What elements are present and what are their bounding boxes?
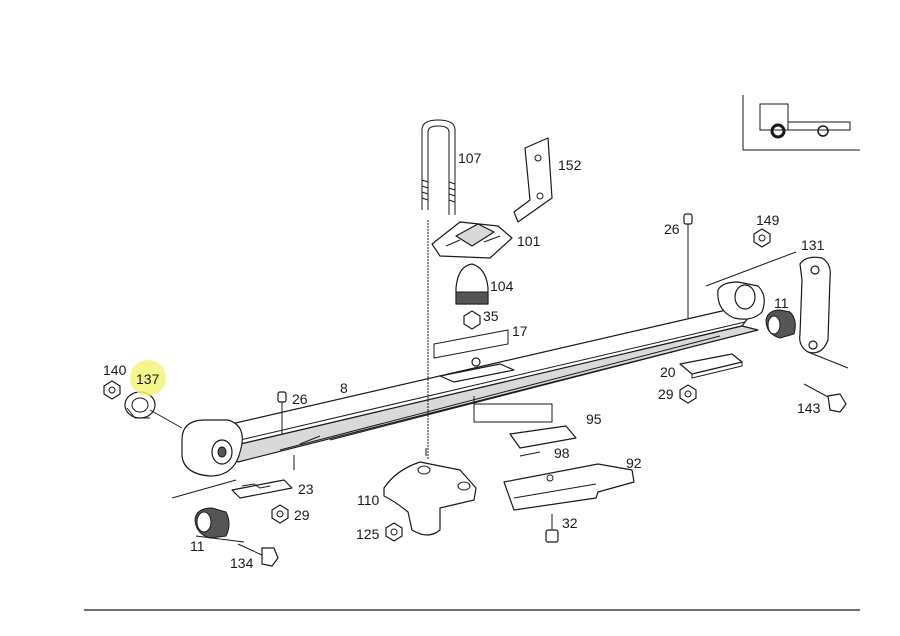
rear-shackle[interactable] bbox=[799, 256, 831, 354]
pad-20[interactable] bbox=[679, 353, 743, 379]
callout-29[interactable]: 29 bbox=[294, 507, 310, 523]
pad-23[interactable] bbox=[231, 479, 293, 499]
bolt-32[interactable] bbox=[545, 514, 559, 543]
callout-134[interactable]: 134 bbox=[230, 555, 254, 571]
highlight-marker bbox=[130, 360, 166, 396]
nut-29-left[interactable] bbox=[271, 504, 289, 524]
bolt-143[interactable] bbox=[803, 383, 847, 413]
callout-140[interactable]: 140 bbox=[103, 362, 127, 378]
plate-17[interactable] bbox=[433, 329, 515, 383]
nut-149[interactable] bbox=[753, 228, 771, 248]
callout-149[interactable]: 149 bbox=[756, 212, 780, 228]
callout-104[interactable]: 104 bbox=[490, 278, 514, 294]
callout-35[interactable]: 35 bbox=[483, 308, 499, 324]
nut-29-right[interactable] bbox=[679, 384, 697, 404]
callout-143[interactable]: 143 bbox=[797, 400, 821, 416]
front-spring-eye[interactable] bbox=[181, 419, 243, 477]
axle-mount-110[interactable] bbox=[383, 448, 477, 536]
spring-seat-101[interactable] bbox=[431, 221, 513, 259]
bracket-92[interactable] bbox=[503, 463, 635, 511]
callout-110[interactable]: 110 bbox=[357, 492, 380, 508]
nut-125[interactable] bbox=[385, 522, 403, 542]
callout-152[interactable]: 152 bbox=[558, 157, 582, 173]
callout-125[interactable]: 125 bbox=[356, 526, 380, 542]
callout-92[interactable]: 92 bbox=[626, 455, 642, 471]
rear-spring-eye[interactable] bbox=[717, 281, 765, 320]
callout-11[interactable]: 11 bbox=[190, 538, 205, 554]
bracket-152[interactable] bbox=[513, 137, 553, 223]
callout-26[interactable]: 26 bbox=[664, 221, 680, 237]
callout-20[interactable]: 20 bbox=[660, 364, 676, 380]
callout-95[interactable]: 95 bbox=[586, 411, 602, 427]
bushing-137[interactable] bbox=[124, 391, 156, 419]
callout-101[interactable]: 101 bbox=[517, 233, 541, 249]
vehicle-locator-icon bbox=[742, 95, 860, 151]
callout-107[interactable]: 107 bbox=[458, 150, 482, 166]
callout-137[interactable]: 137 bbox=[136, 371, 160, 387]
u-bolt[interactable] bbox=[421, 119, 456, 215]
callout-26[interactable]: 26 bbox=[292, 391, 308, 407]
leaf-spring[interactable] bbox=[204, 307, 759, 463]
rubber-bushing-left[interactable] bbox=[194, 507, 230, 539]
callout-98[interactable]: 98 bbox=[554, 445, 570, 461]
leader-lines bbox=[149, 251, 849, 543]
callout-labels: 107 152 101 104 35 17 26 149 131 11 20 29 143 140 137 2… bbox=[103, 150, 825, 571]
callout-8[interactable]: 8 bbox=[340, 380, 348, 396]
callout-17[interactable]: 17 bbox=[512, 323, 528, 339]
nut-35[interactable] bbox=[463, 310, 481, 330]
bolt-26-right[interactable] bbox=[683, 213, 693, 312]
callout-131[interactable]: 131 bbox=[801, 237, 825, 253]
nut-140[interactable] bbox=[103, 380, 121, 400]
plate-95[interactable] bbox=[473, 403, 577, 449]
bump-stop-104[interactable] bbox=[455, 263, 489, 305]
bolt-134[interactable] bbox=[237, 543, 279, 567]
rubber-bushing-right[interactable] bbox=[765, 309, 796, 339]
callout-23[interactable]: 23 bbox=[298, 481, 314, 497]
callout-11[interactable]: 11 bbox=[774, 295, 789, 311]
bolt-26-left[interactable] bbox=[277, 391, 287, 434]
callout-29[interactable]: 29 bbox=[658, 386, 674, 402]
callout-32[interactable]: 32 bbox=[562, 515, 578, 531]
